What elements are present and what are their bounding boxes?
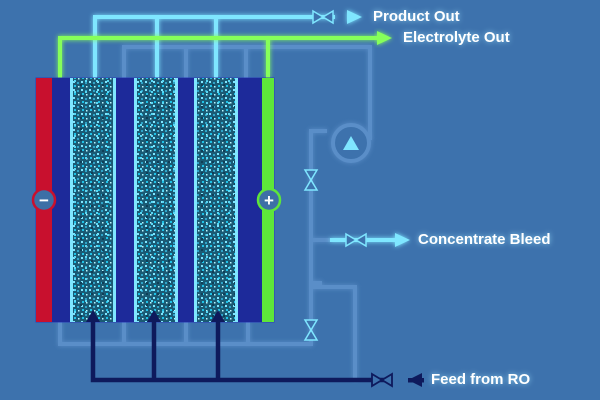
product-arrowheads bbox=[347, 10, 410, 247]
positive-symbol: + bbox=[264, 191, 274, 210]
concentrate-chamber-2 bbox=[116, 78, 134, 322]
electrolyte-arrowhead bbox=[377, 31, 392, 45]
electrolyte-out-lines bbox=[58, 36, 380, 78]
negative-electrode-symbol: − bbox=[31, 187, 57, 213]
feed-valve-icon[interactable] bbox=[371, 372, 393, 388]
concentrate-bleed-valve-icon[interactable] bbox=[345, 232, 367, 248]
edi-stack bbox=[35, 77, 275, 323]
product-valve-icon[interactable] bbox=[312, 9, 334, 25]
concentrate-chamber-3 bbox=[178, 78, 194, 322]
electrolyte-out-label: Electrolyte Out bbox=[403, 29, 510, 46]
pump-icon[interactable] bbox=[331, 123, 371, 163]
concentrate-chamber-1 bbox=[52, 78, 70, 322]
negative-symbol: − bbox=[39, 191, 49, 210]
positive-electrode-symbol: + bbox=[256, 187, 282, 213]
concentrate-lower-valve-icon[interactable] bbox=[303, 319, 319, 341]
product-out-label: Product Out bbox=[373, 8, 460, 25]
concentrate-upper-valve-icon[interactable] bbox=[303, 169, 319, 191]
feed-from-ro-label: Feed from RO bbox=[431, 371, 531, 388]
concentrate-bleed-label: Concentrate Bleed bbox=[418, 231, 551, 248]
feed-lines bbox=[90, 322, 390, 383]
